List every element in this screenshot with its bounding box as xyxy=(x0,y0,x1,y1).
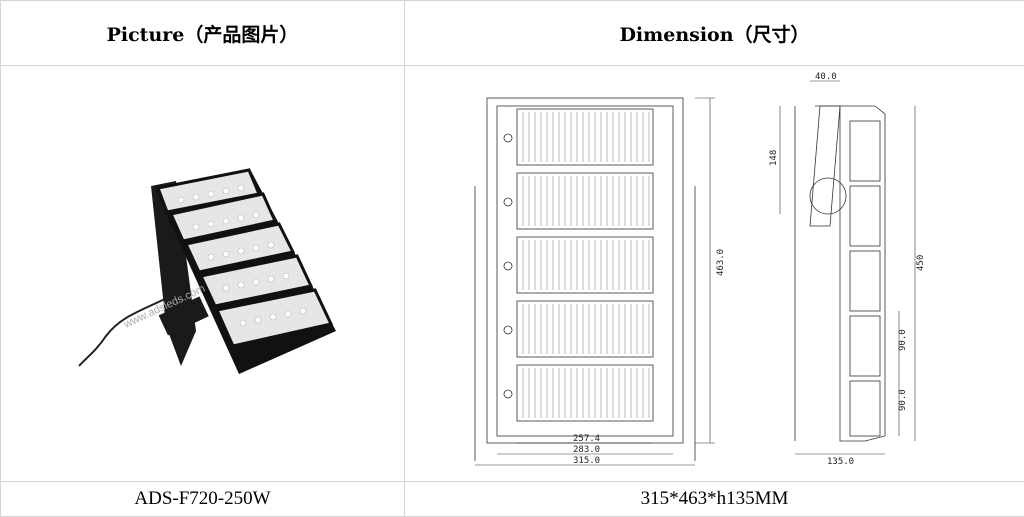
side-148: 148 xyxy=(769,150,779,166)
side-40: 40.0 xyxy=(815,72,837,82)
side-90-a: 90.0 xyxy=(898,329,908,351)
height-463: 463.0 xyxy=(716,249,726,276)
side-450: 450 xyxy=(916,255,926,271)
footer-row: ADS-F720-250W 315*463*h135MM xyxy=(1,482,1024,517)
header-row: Picture（产品图片） Dimension（尺寸） xyxy=(1,1,1024,66)
picture-header: Picture（产品图片） xyxy=(1,1,405,66)
product-photo: www.adsleds.com xyxy=(1,66,405,481)
side-90-b: 90.0 xyxy=(898,389,908,411)
width-315: 315.0 xyxy=(573,456,600,466)
technical-drawing: 257.4 283.0 315.0 463.0 xyxy=(405,66,1024,481)
dimension-cell: 257.4 283.0 315.0 463.0 xyxy=(405,66,1024,482)
image-row: www.adsleds.com xyxy=(1,66,1024,482)
picture-cell: www.adsleds.com xyxy=(1,66,405,482)
dimension-header: Dimension（尺寸） xyxy=(405,1,1024,66)
model-cell: ADS-F720-250W xyxy=(1,482,405,517)
floodlight-illustration: www.adsleds.com xyxy=(1,66,405,481)
side-135: 135.0 xyxy=(827,457,854,467)
width-257: 257.4 xyxy=(573,434,600,444)
dimension-drawing: 257.4 283.0 315.0 463.0 xyxy=(405,66,1024,481)
width-283: 283.0 xyxy=(573,445,600,455)
size-cell: 315*463*h135MM xyxy=(405,482,1024,517)
